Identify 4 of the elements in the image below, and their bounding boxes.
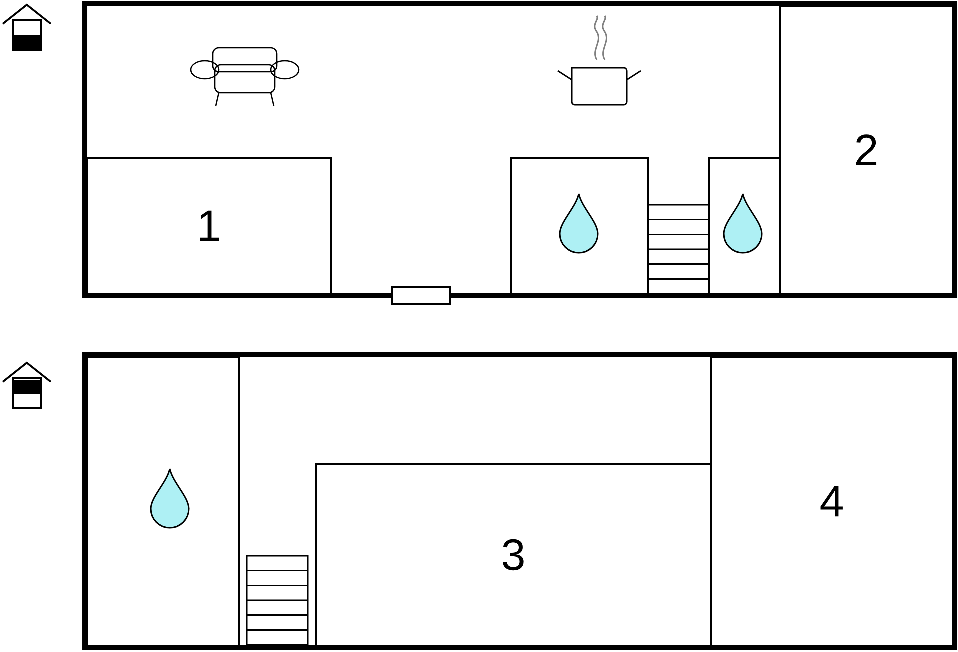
room-box: 1 [86, 157, 332, 295]
room-box: 3 [315, 463, 712, 647]
room-box: 2 [779, 5, 954, 295]
room-box: 4 [710, 356, 954, 647]
